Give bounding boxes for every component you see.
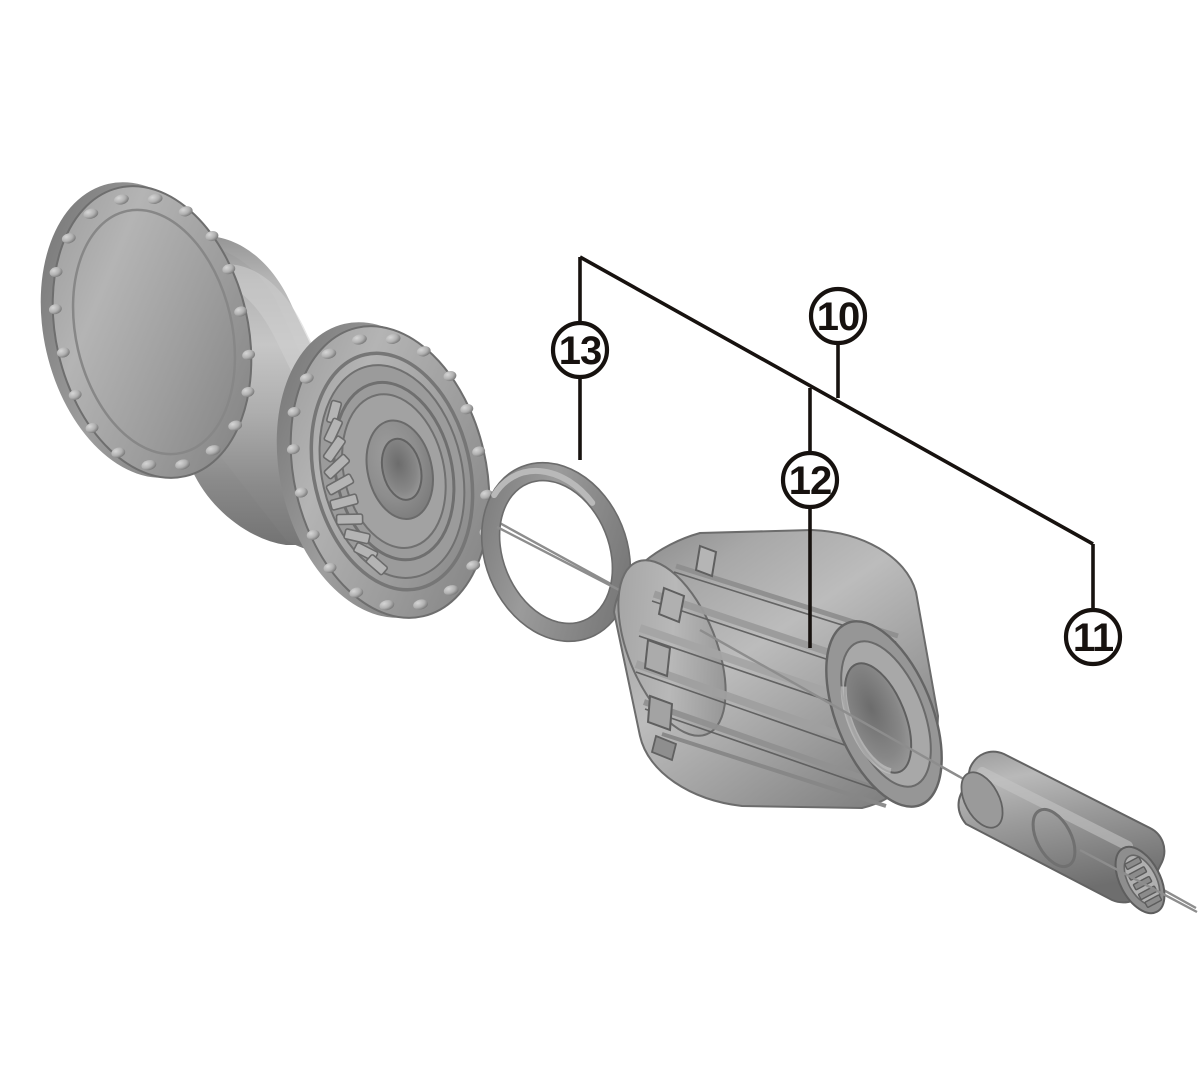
axis-segment-through-freehub xyxy=(699,628,961,779)
callout-10-label: 10 xyxy=(817,295,860,339)
axle-cone-highlight xyxy=(977,767,1133,851)
callout-13-circle[interactable] xyxy=(550,320,610,380)
freehub-spline-ribs xyxy=(634,563,899,808)
freehub-bore-highlight xyxy=(840,686,892,775)
axis-segment-cone-exit xyxy=(1079,848,1198,914)
callout-10-circle[interactable] xyxy=(808,286,868,346)
callout-11-circle[interactable] xyxy=(1063,607,1123,667)
hub-right-flange xyxy=(276,322,494,619)
callout-13-label: 13 xyxy=(559,329,602,373)
hub-right-flange-spoke-holes xyxy=(286,333,494,611)
part-freehub-body xyxy=(612,528,943,810)
freehub-lower-tab xyxy=(650,734,678,762)
hub-left-flange xyxy=(40,182,256,479)
callout-13[interactable]: 13 xyxy=(550,320,610,380)
freehub-right-open-end xyxy=(825,620,943,808)
callout-12-circle[interactable] xyxy=(780,450,840,510)
hub-center-bore xyxy=(365,419,434,520)
callout-11[interactable]: 11 xyxy=(1063,607,1123,667)
leader-lines-group xyxy=(578,255,1095,648)
axle-cone-step-ring xyxy=(1031,807,1077,869)
axle-cone-left-cap xyxy=(960,771,1004,829)
hub-left-flange-inner-edge xyxy=(71,208,237,456)
o-ring-highlight xyxy=(491,467,596,506)
leader-group-diagonal xyxy=(579,255,1094,546)
o-ring-outer-edge xyxy=(480,461,632,643)
part-hub-shell xyxy=(40,182,494,619)
callout-10[interactable]: 10 xyxy=(808,286,868,346)
hub-left-flange-face xyxy=(52,186,252,478)
part-o-ring-spacer xyxy=(480,461,632,643)
o-ring-inner-edge xyxy=(498,479,614,625)
axis-segment-over-oring xyxy=(496,525,626,595)
part-axle-cone-spacer xyxy=(957,750,1166,915)
callout-12-label: 12 xyxy=(789,459,832,503)
freehub-end-ridges xyxy=(643,544,718,732)
hub-left-flange-spoke-holes xyxy=(48,193,256,471)
callout-12[interactable]: 12 xyxy=(780,450,840,510)
callout-11-label: 11 xyxy=(1073,616,1114,660)
hub-ratchet-spline-ring xyxy=(322,399,389,576)
